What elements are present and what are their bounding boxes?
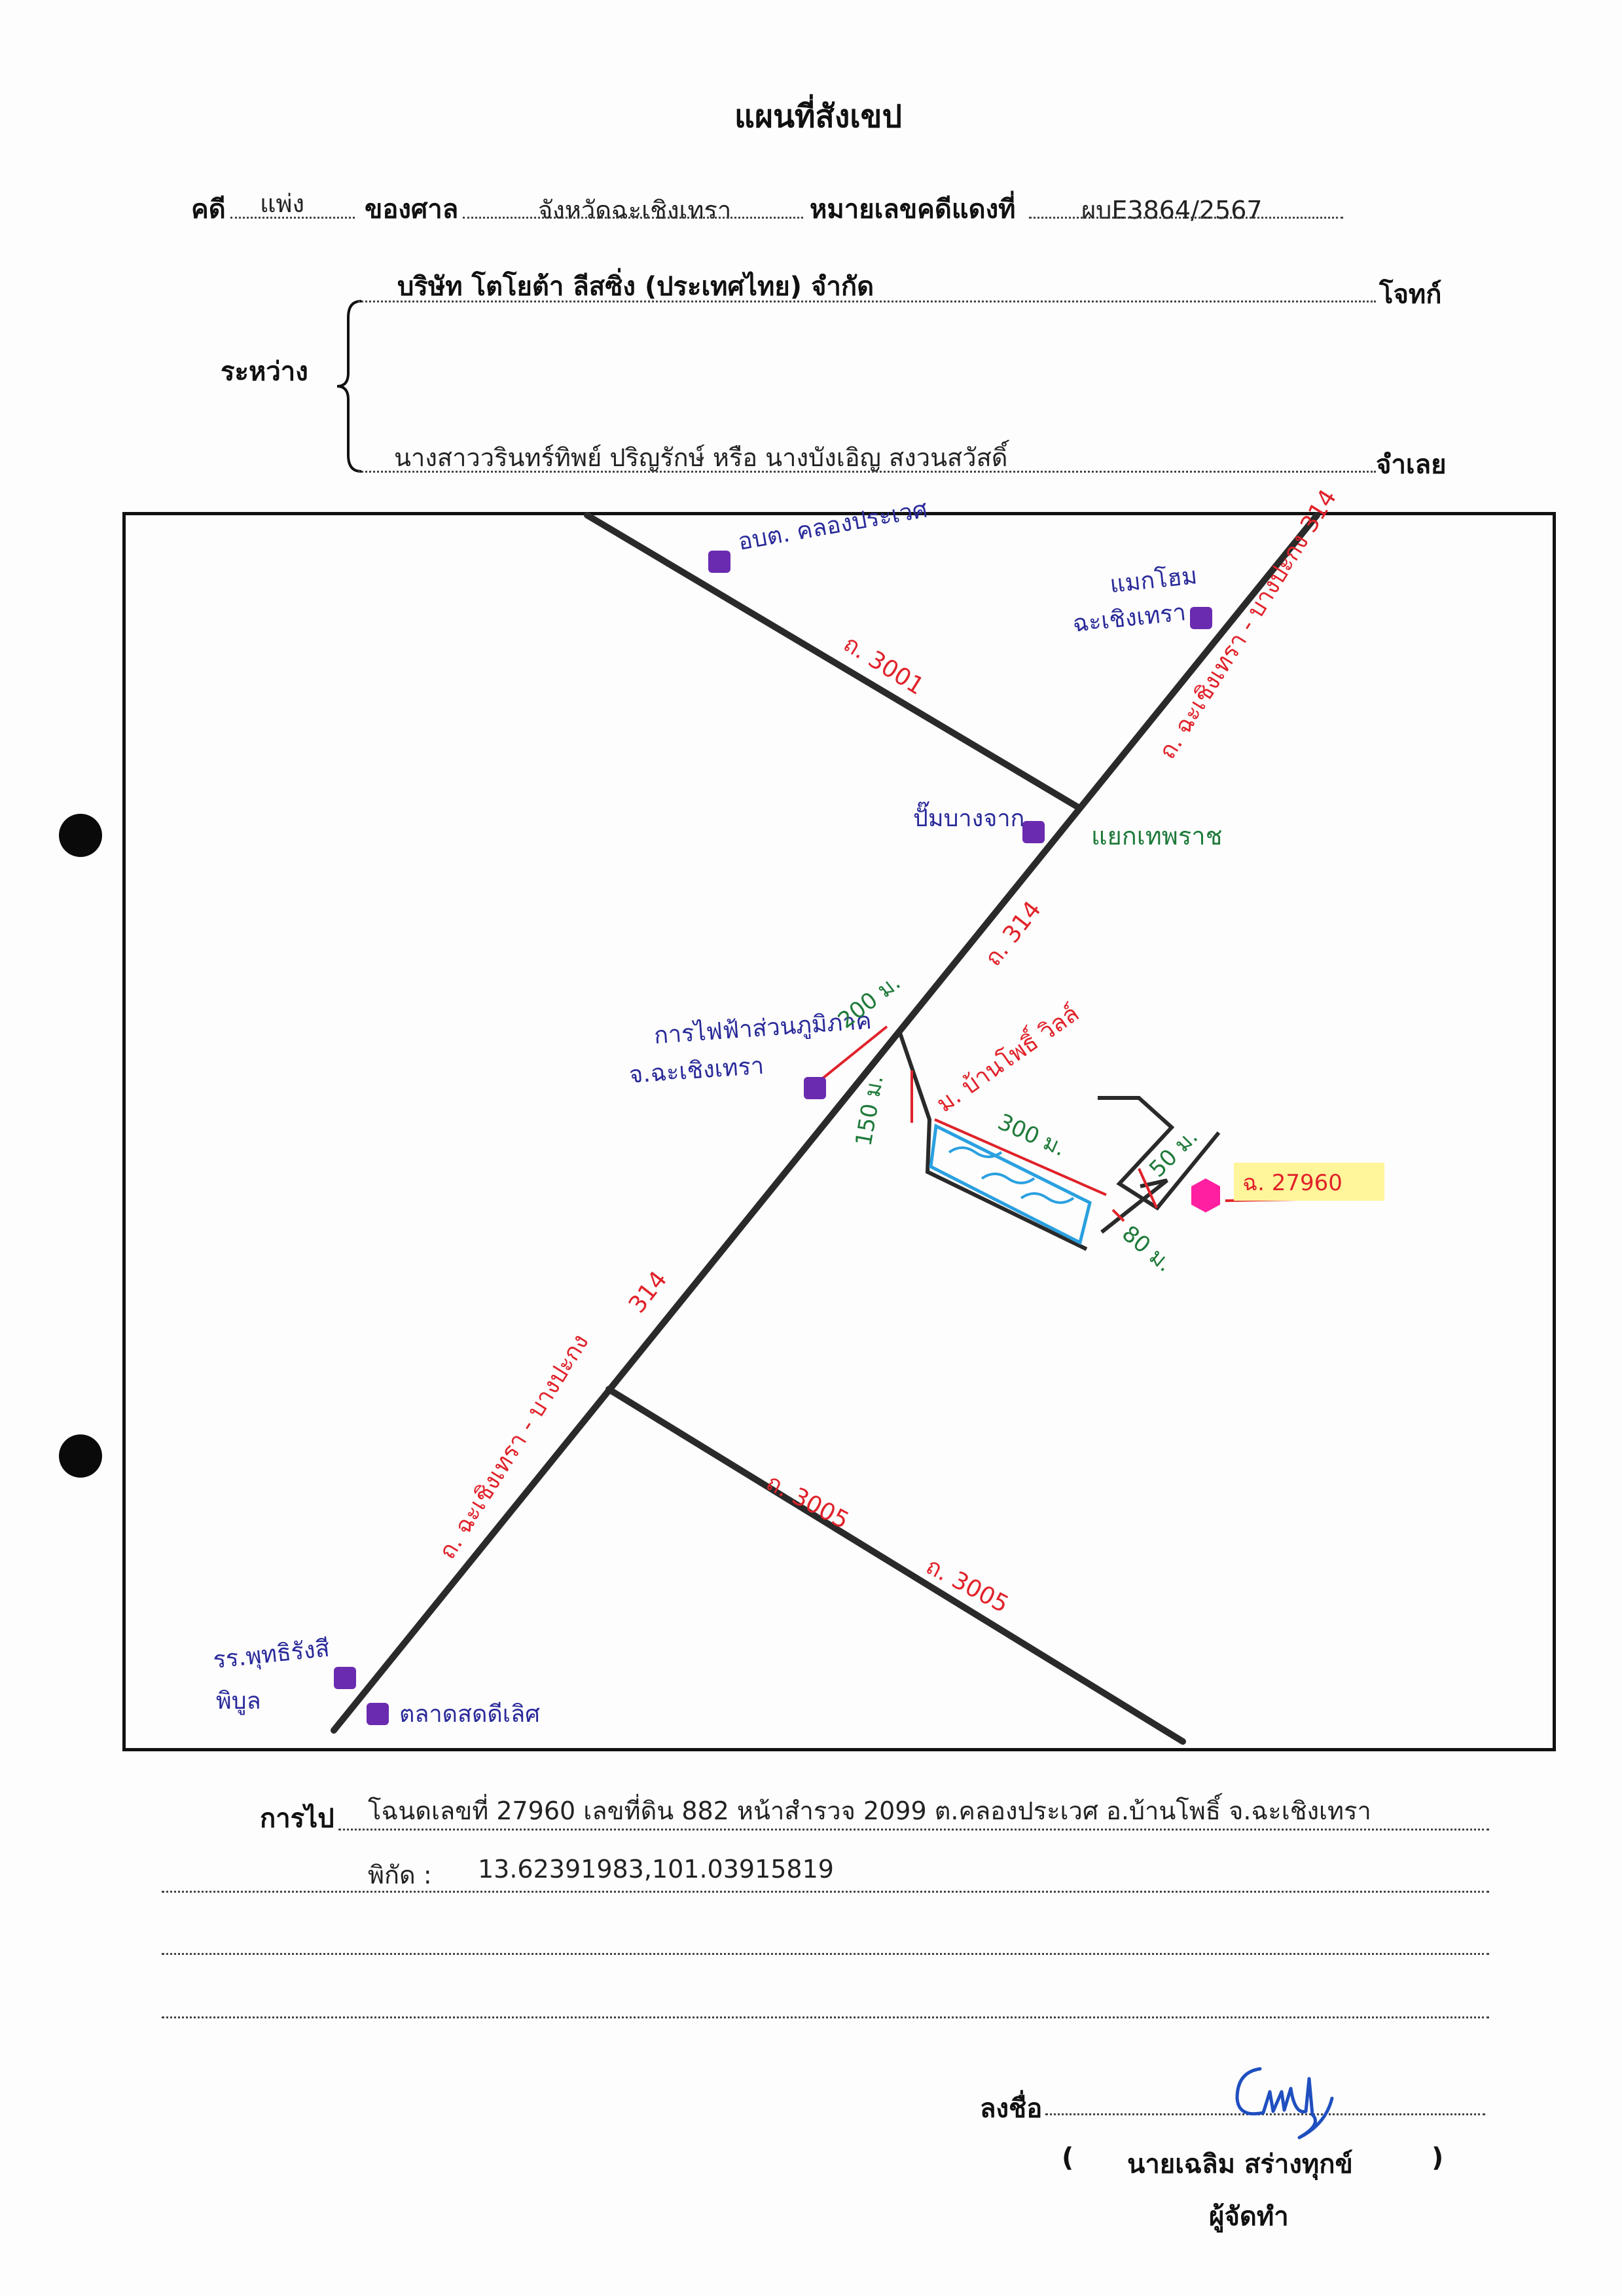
signer-name: นายเฉลิม สร่างทุกข์	[1127, 2149, 1353, 2179]
binder-hole-bottom	[59, 1434, 102, 1478]
pond-waves	[948, 1146, 1075, 1204]
case-number-dotline	[1029, 217, 1343, 219]
gas-station-icon	[1022, 821, 1045, 843]
directions-line-1: โฉนดเลขที่ 27960 เลขที่ดิน 882 หน้าสำรวจ…	[368, 1796, 1371, 1825]
main-road-314	[331, 512, 1320, 1734]
name-open-paren: (	[1062, 2143, 1074, 2173]
makro-province: ฉะเชิงเทรา	[1072, 599, 1187, 638]
road-3001	[584, 512, 1081, 811]
plaintiff-dotline	[358, 301, 1376, 302]
road-3005	[605, 1386, 1186, 1745]
pea-icon	[804, 1077, 826, 1099]
parcel-label: ฉ. 27960	[1242, 1170, 1343, 1196]
school-icon	[334, 1667, 356, 1689]
signer-role: ผู้จัดทำ	[1209, 2202, 1289, 2232]
parcel-marker-icon	[1191, 1178, 1220, 1212]
court-value: จังหวัดฉะเชิงเทรา	[538, 196, 732, 225]
parcel-label-highlight	[1234, 1163, 1384, 1201]
binder-hole-top	[59, 814, 102, 857]
road-314-low-label: 314	[624, 1266, 673, 1318]
defendant-name: นางสาววรินทร์ทิพย์ ปริญรักษ์ หรือ นางบัง…	[394, 443, 1008, 472]
sign-dotline	[1045, 2113, 1485, 2115]
village-access-road	[898, 1032, 1088, 1251]
obt-label: อบต. คลองประเวศ	[736, 496, 929, 556]
makro-icon	[1190, 607, 1212, 629]
main-road-lower-label: ถ. ฉะเชิงเทรา - บางปะกง	[434, 1330, 594, 1564]
name-close-paren: )	[1432, 2143, 1444, 2173]
school-label-2: พิบูล	[216, 1688, 261, 1715]
page-title: แผนที่สังเขป	[734, 98, 902, 135]
coord-value: 13.62391983,101.03915819	[478, 1855, 834, 1884]
junction-label: แยกเทพราช	[1091, 822, 1222, 850]
signature-image	[1235, 2067, 1334, 2140]
distance-80m: 80 ม.	[1117, 1220, 1178, 1277]
market-icon	[367, 1703, 389, 1725]
plaintiff-role: โจทก์	[1379, 280, 1442, 310]
parcel-outline	[1098, 1096, 1221, 1211]
court-dotline	[463, 217, 803, 219]
directions-dotline-4	[162, 2016, 1489, 2018]
pond-outline	[929, 1123, 1092, 1245]
road-314-mid-label: ถ. 314	[980, 896, 1047, 972]
parcel-access-road	[1100, 1178, 1168, 1234]
village-label: ม. บ้านโพธิ์ วิลล์	[929, 996, 1085, 1118]
case-type-dotline	[230, 217, 355, 219]
distance-50m: 50 ม.	[1144, 1123, 1203, 1182]
directions-dotline-1	[338, 1829, 1489, 1831]
defendant-dotline	[358, 471, 1376, 473]
obt-icon	[708, 551, 730, 573]
directions-label: การไป	[260, 1804, 334, 1834]
sign-label: ลงชื่อ	[980, 2094, 1043, 2124]
directions-dotline-2	[162, 1891, 1489, 1893]
between-label: ระหว่าง	[221, 357, 308, 387]
coord-label: พิกัด :	[368, 1861, 432, 1889]
plaintiff-name: บริษัท โตโยต้า ลีสซิ่ง (ประเทศไทย) จำกัด	[397, 272, 874, 302]
distance-300m: 300 ม.	[994, 1109, 1070, 1162]
road-3005-label-a: ถ. 3005	[762, 1469, 854, 1535]
case-label: คดี	[191, 194, 226, 225]
court-label: ของศาล	[365, 194, 459, 225]
pea-province: จ.ฉะเชิงเทรา	[628, 1053, 765, 1089]
case-number-label: หมายเลขคดีแดงที่	[810, 194, 1016, 225]
case-number-value: ผบE3864/2567	[1081, 196, 1263, 225]
brace-icon	[336, 300, 362, 473]
map-frame	[122, 512, 1556, 1751]
defendant-role: จำเลย	[1376, 450, 1447, 480]
school-label: รร.พุทธิรังสี	[212, 1635, 331, 1675]
case-type: แพ่ง	[260, 189, 305, 218]
makro-label: แมกโฮม	[1109, 562, 1198, 598]
gas-station-label: ปั๊มบางจาก	[913, 801, 1024, 832]
directions-dotline-3	[162, 1953, 1489, 1955]
market-label: ตลาดสดดีเลิศ	[399, 1701, 540, 1728]
